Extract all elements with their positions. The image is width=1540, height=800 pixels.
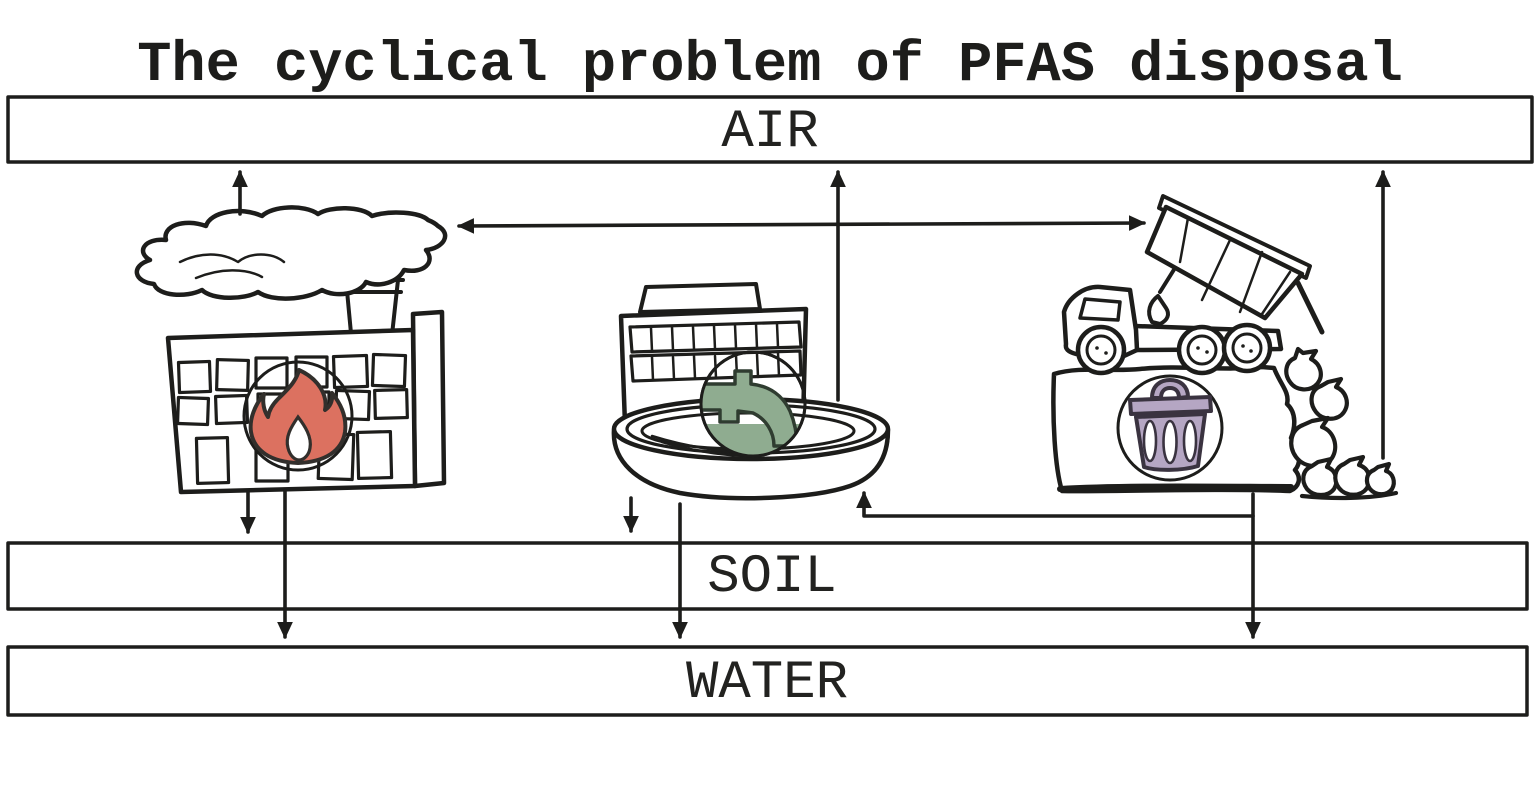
plant-roof-unit <box>638 282 762 314</box>
arrow-incinerator-landfill-exchange <box>457 215 1146 234</box>
plant-window-strip-1-panes <box>649 322 780 353</box>
water-layer-label: WATER <box>686 653 848 714</box>
air-layer-label: AIR <box>721 102 818 163</box>
soil-layer-label: SOIL <box>707 547 837 608</box>
flame-badge <box>242 360 354 472</box>
soil-layer-band <box>6 541 1529 611</box>
incinerator-node <box>134 205 448 495</box>
water-layer-band <box>6 645 1529 717</box>
trash-bags <box>1284 346 1399 501</box>
diagram-title: The cyclical problem of PFAS disposal <box>137 34 1403 98</box>
truck-windshield <box>1078 297 1122 322</box>
hydraulic-arm <box>1147 266 1177 326</box>
flow-arrows <box>232 170 1391 639</box>
landfill-mound-base <box>1057 483 1294 492</box>
treatment-plant-node <box>611 282 891 501</box>
tailgate-strut <box>1295 280 1325 335</box>
smoke-cloud-curls <box>178 253 286 280</box>
smoke-cloud <box>134 205 448 301</box>
flame-icon-inner <box>285 414 312 462</box>
truck-wheels <box>1075 322 1273 376</box>
tipper-bed-streaks <box>1178 216 1292 316</box>
incinerator-annex <box>410 309 447 489</box>
landfill-node <box>1051 194 1399 501</box>
arrow-landfill-to-plant <box>856 491 1255 518</box>
air-layer-band <box>6 95 1534 164</box>
dump-truck <box>1061 194 1325 376</box>
faucet-badge-rim <box>699 350 807 458</box>
trash-can-icon <box>1128 378 1213 472</box>
trash-badge <box>1116 374 1224 482</box>
